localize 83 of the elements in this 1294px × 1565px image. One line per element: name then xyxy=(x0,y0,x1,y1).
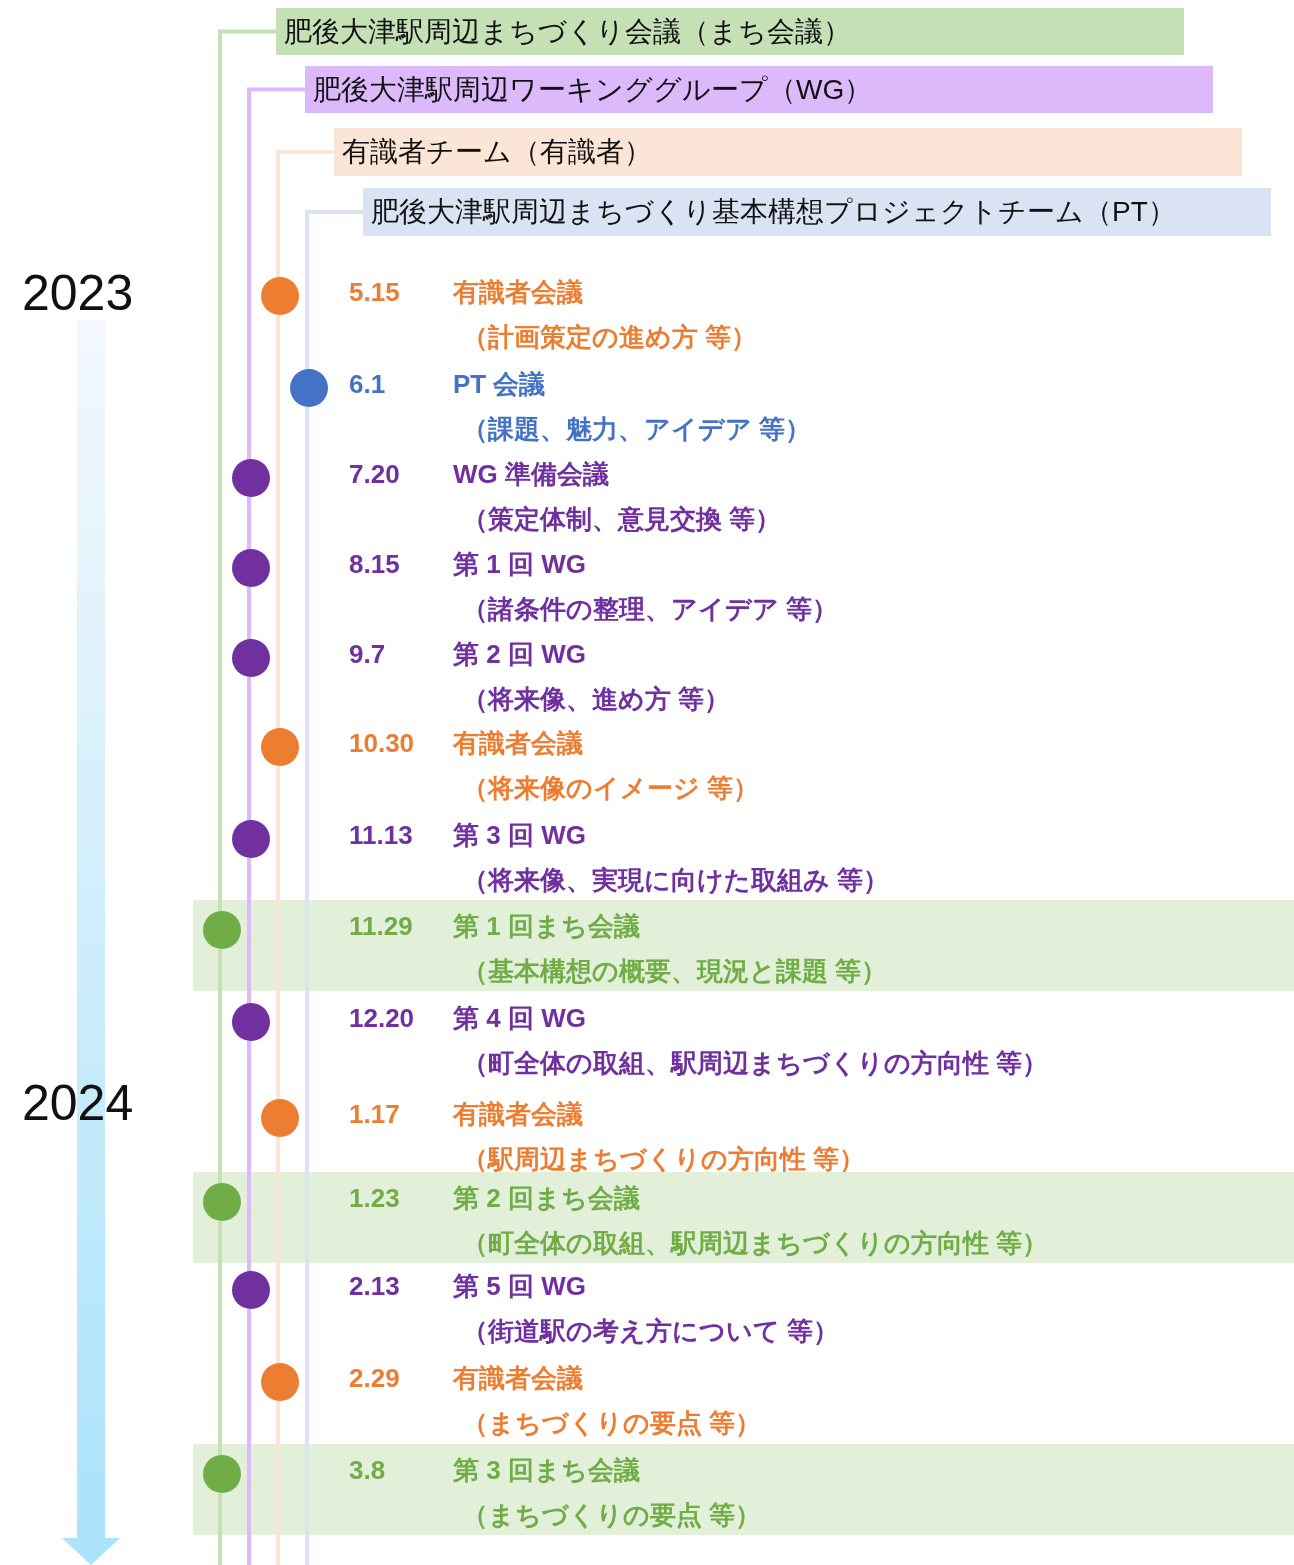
event-title: 第 3 回まち会議 xyxy=(453,1454,640,1487)
event-title: 有識者会議 xyxy=(453,727,583,760)
year-label: 2023 xyxy=(22,265,134,321)
event-title: 第 5 回 WG xyxy=(453,1270,586,1303)
event-note: （策定体制、意見交換 等） xyxy=(462,503,782,536)
timeline-line xyxy=(218,1493,222,1565)
event-note: （課題、魅力、アイデア 等） xyxy=(462,413,812,446)
event-dot xyxy=(203,1455,241,1493)
date-label: 9.7 xyxy=(349,638,386,671)
date-label: 11.29 xyxy=(349,910,413,943)
event-title: PT 会議 xyxy=(453,368,546,401)
event-title: WG 準備会議 xyxy=(453,458,609,491)
event-dot xyxy=(203,911,241,949)
event-title: 第 1 回まち会議 xyxy=(453,910,640,943)
date-label: 1.23 xyxy=(349,1182,400,1215)
event-dot xyxy=(261,1099,299,1137)
timeline-line xyxy=(218,1221,222,1455)
event-note: （基本構想の概要、現況と課題 等） xyxy=(462,955,888,988)
event-dot xyxy=(232,549,270,587)
event-note: （計画策定の進め方 等） xyxy=(462,321,758,354)
event-dot xyxy=(261,277,299,315)
highlight-band xyxy=(193,900,1294,991)
date-label: 6.1 xyxy=(349,368,386,401)
date-label: 3.8 xyxy=(349,1454,386,1487)
event-dot xyxy=(232,820,270,858)
timeline-line xyxy=(305,407,309,1565)
event-note: （駅周辺まちづくりの方向性 等） xyxy=(462,1143,866,1176)
timeline-line xyxy=(218,29,276,911)
timeline-line xyxy=(247,1309,251,1565)
event-title: 第 1 回 WG xyxy=(453,548,586,581)
timeline-line xyxy=(276,766,280,1099)
event-title: 第 2 回 WG xyxy=(453,638,586,671)
event-title: 有識者会議 xyxy=(453,1098,583,1131)
date-label: 11.13 xyxy=(349,819,413,852)
timeline-line xyxy=(247,677,251,820)
event-note: （町全体の取組、駅周辺まちづくりの方向性 等） xyxy=(462,1047,1049,1080)
timeline-line xyxy=(276,150,334,277)
timeline-line xyxy=(276,1401,280,1565)
event-note: （将来像のイメージ 等） xyxy=(462,772,760,805)
event-dot xyxy=(232,1003,270,1041)
date-label: 2.29 xyxy=(349,1362,400,1395)
group-header-band: 肥後大津駅周辺まちづくり基本構想プロジェクトチーム（PT） xyxy=(363,188,1271,236)
event-title: 有識者会議 xyxy=(453,1362,583,1395)
event-note: （街道駅の考え方について 等） xyxy=(462,1315,840,1348)
date-label: 10.30 xyxy=(349,727,415,760)
event-note: （まちづくりの要点 等） xyxy=(462,1499,762,1532)
event-title: 第 4 回 WG xyxy=(453,1002,586,1035)
group-header-band: 有識者チーム（有識者） xyxy=(334,128,1242,176)
event-dot xyxy=(232,639,270,677)
timeline-line xyxy=(247,1041,251,1271)
event-dot xyxy=(203,1183,241,1221)
timeline-line xyxy=(305,210,363,369)
timeline-line xyxy=(247,858,251,1003)
date-label: 12.20 xyxy=(349,1002,415,1035)
date-label: 5.15 xyxy=(349,276,400,309)
timeline-line xyxy=(276,1137,280,1363)
group-header-band: 肥後大津駅周辺ワーキンググループ（WG） xyxy=(305,66,1213,113)
event-title: 第 2 回まち会議 xyxy=(453,1182,640,1215)
event-note: （将来像、実現に向けた取組み 等） xyxy=(462,864,890,897)
timeline-line xyxy=(247,587,251,639)
timeline-line xyxy=(276,315,280,728)
event-dot xyxy=(261,1363,299,1401)
highlight-band xyxy=(193,1444,1294,1535)
event-note: （将来像、進め方 等） xyxy=(462,683,731,716)
timeline-line xyxy=(218,949,222,1183)
date-label: 7.20 xyxy=(349,458,400,491)
timeline-line xyxy=(247,497,251,549)
event-dot xyxy=(261,728,299,766)
timeline-line xyxy=(247,87,305,459)
event-dot xyxy=(290,369,328,407)
event-note: （まちづくりの要点 等） xyxy=(462,1407,762,1440)
event-dot xyxy=(232,459,270,497)
group-header-band: 肥後大津駅周辺まちづくり会議（まち会議） xyxy=(276,8,1184,55)
event-note: （町全体の取組、駅周辺まちづくりの方向性 等） xyxy=(462,1227,1049,1260)
date-label: 8.15 xyxy=(349,548,400,581)
highlight-band xyxy=(193,1172,1294,1263)
year-label: 2024 xyxy=(22,1075,134,1131)
event-dot xyxy=(232,1271,270,1309)
date-label: 1.17 xyxy=(349,1098,400,1131)
event-title: 第 3 回 WG xyxy=(453,819,586,852)
date-label: 2.13 xyxy=(349,1270,400,1303)
event-note: （諸条件の整理、アイデア 等） xyxy=(462,593,839,626)
event-title: 有識者会議 xyxy=(453,276,583,309)
